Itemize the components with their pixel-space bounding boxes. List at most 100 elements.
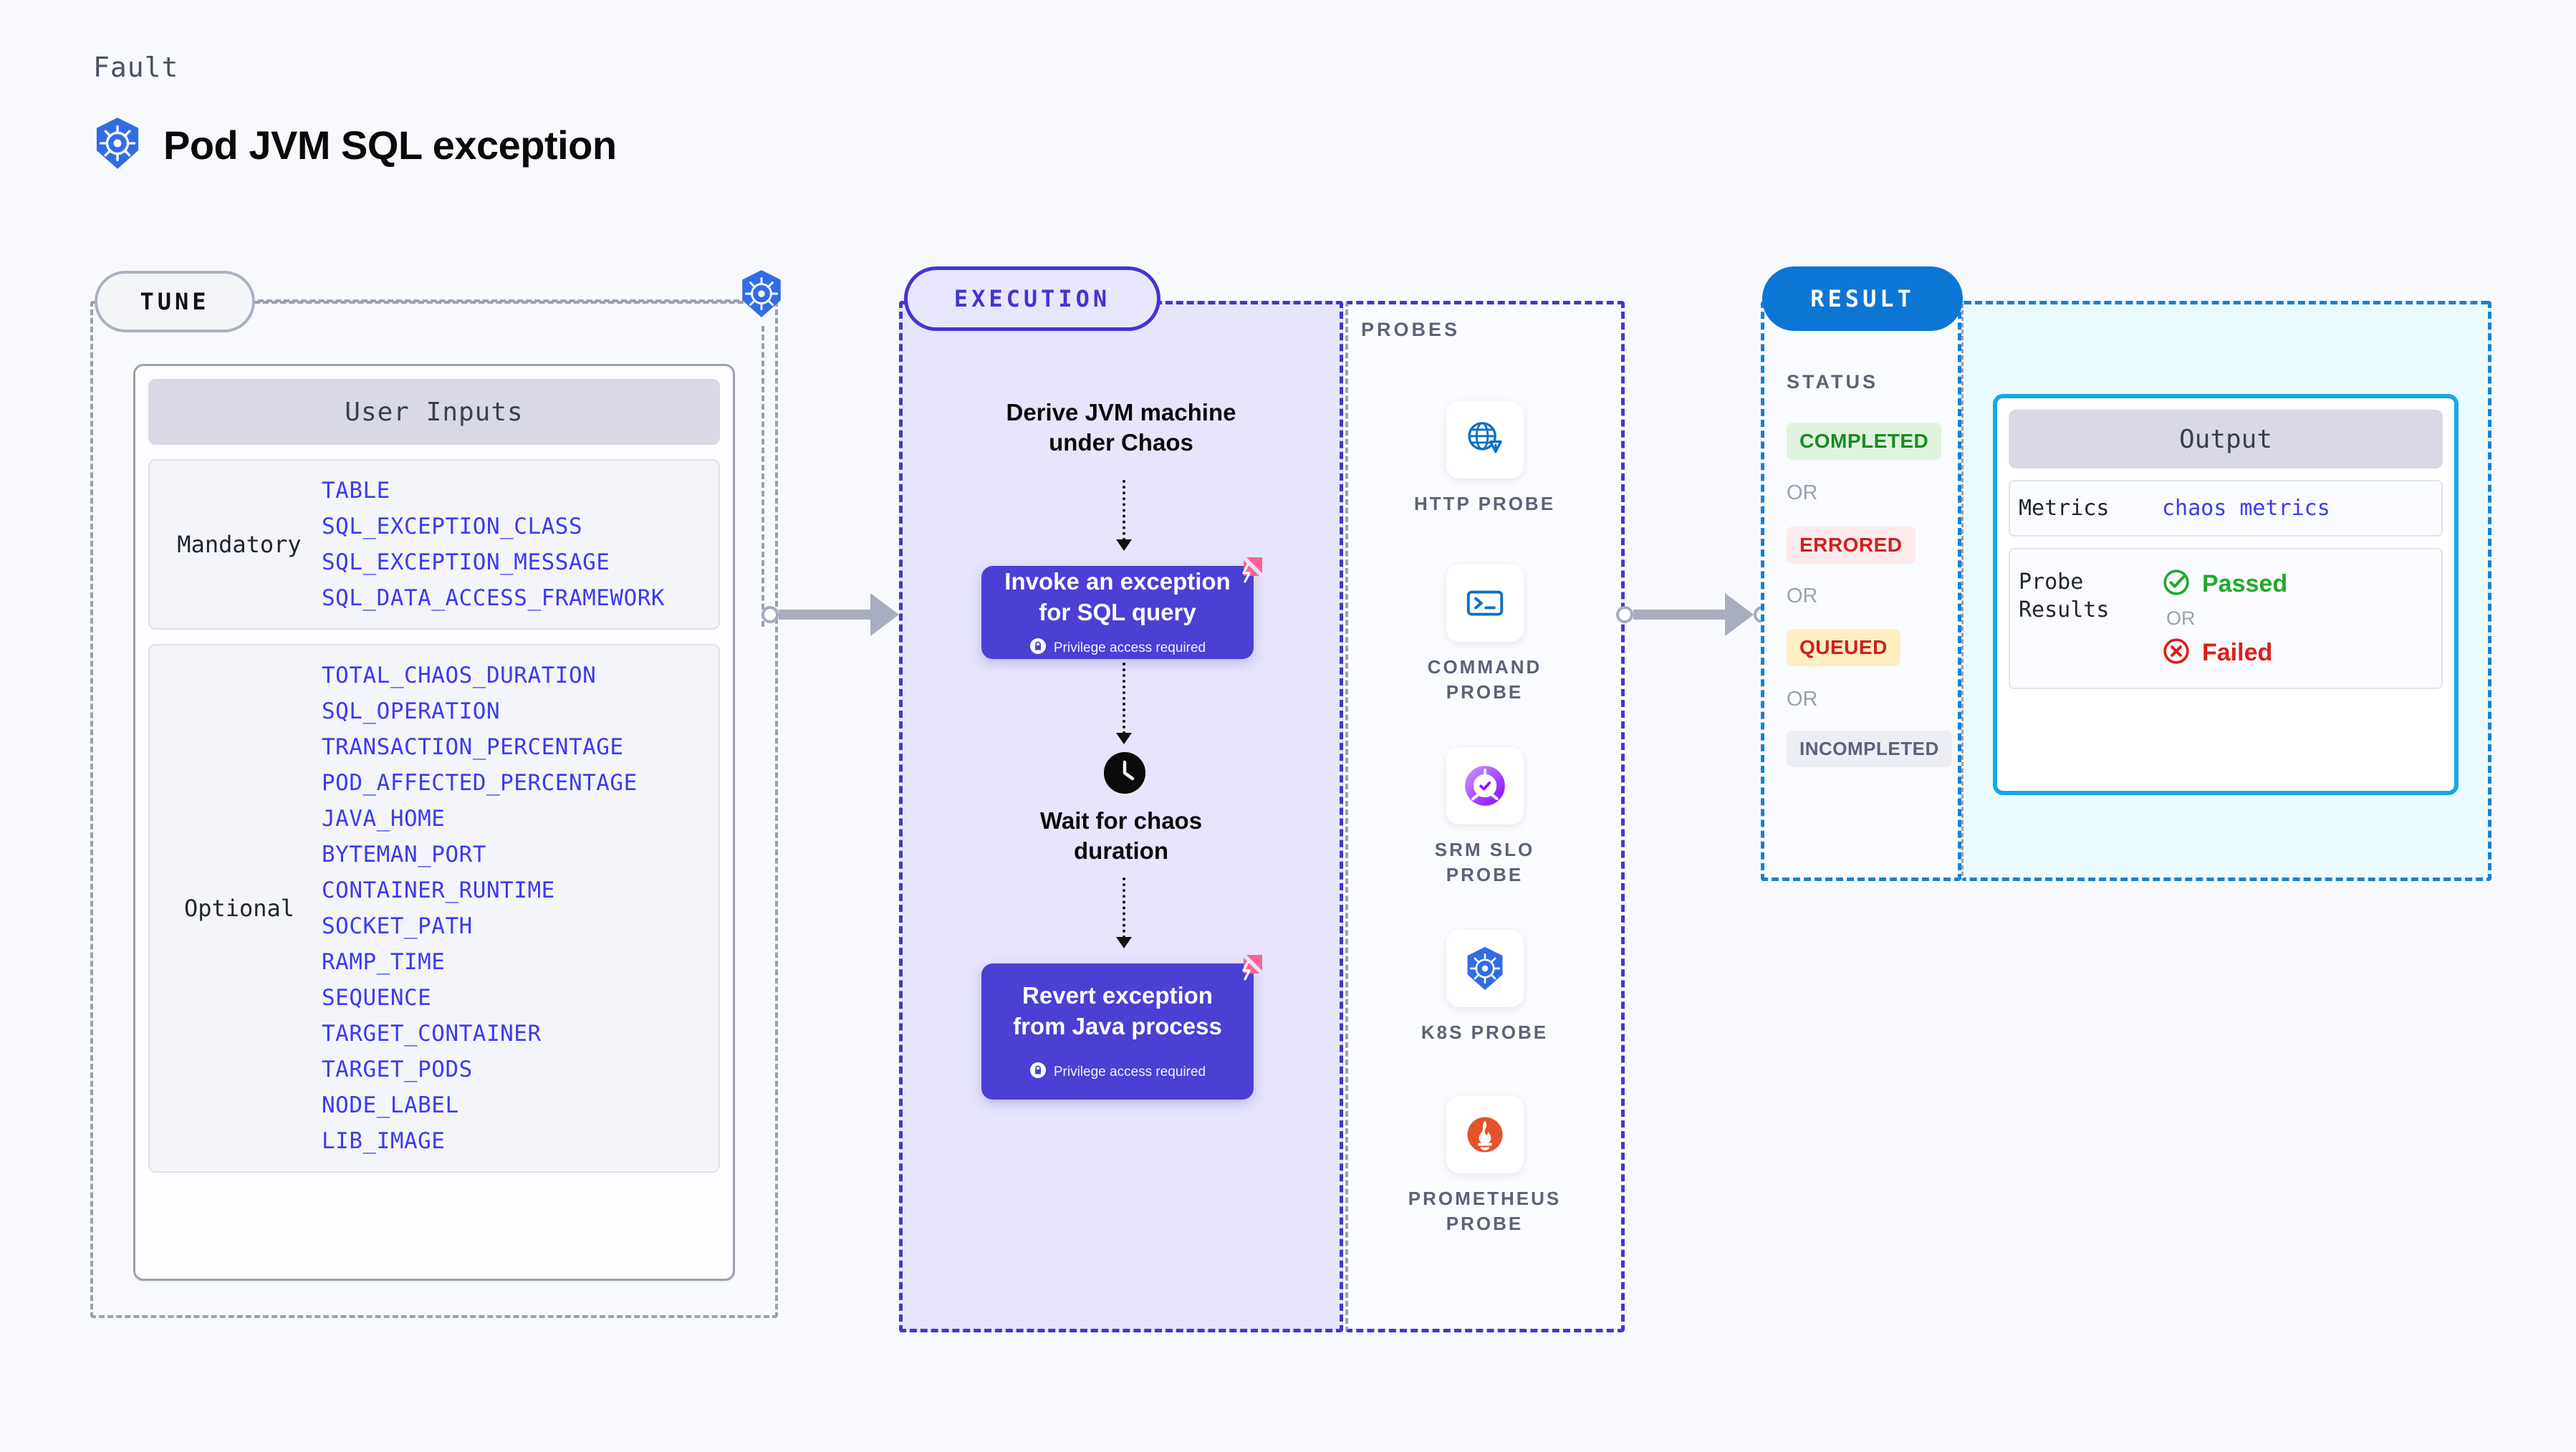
probe-label: K8S PROBE xyxy=(1421,1021,1549,1043)
user-inputs-card: User Inputs Mandatory TABLE SQL_EXCEPTIO… xyxy=(133,364,735,1281)
privilege-row: Privilege access required xyxy=(1029,638,1206,658)
probe-result-failed: Failed xyxy=(2162,637,2287,669)
output-metrics-value[interactable]: chaos metrics xyxy=(2162,496,2330,521)
lock-icon xyxy=(1029,1062,1047,1082)
kubernetes-connector-line xyxy=(761,326,764,627)
tune-connector-line xyxy=(258,299,739,302)
param-item[interactable]: TARGET_CONTAINER xyxy=(322,1021,542,1047)
param-group-label: Mandatory xyxy=(177,531,302,558)
status-badge-queued: QUEUED xyxy=(1787,629,1900,666)
connector-dot xyxy=(761,606,779,623)
tune-badge[interactable]: TUNE xyxy=(95,271,255,332)
terminal-icon xyxy=(1446,564,1524,642)
param-item[interactable]: TRANSACTION_PERCENTAGE xyxy=(322,734,624,760)
status-title: STATUS xyxy=(1787,371,1878,393)
page-title-row: Pod JVM SQL exception xyxy=(92,116,617,174)
tune-panel xyxy=(90,301,778,1318)
kubernetes-icon xyxy=(92,116,143,174)
probe-item-k8s[interactable]: K8S PROBE xyxy=(1348,930,1621,1045)
status-badge-completed: COMPLETED xyxy=(1787,423,1942,460)
param-item[interactable]: SOCKET_PATH xyxy=(322,913,473,939)
user-inputs-title: User Inputs xyxy=(148,379,720,445)
connector-tune-to-execution xyxy=(761,593,916,636)
param-item[interactable]: POD_AFFECTED_PERCENTAGE xyxy=(322,770,638,796)
param-list: TOTAL_CHAOS_DURATION SQL_OPERATION TRANS… xyxy=(322,663,638,1154)
output-metrics-key: Metrics xyxy=(2019,496,2110,521)
clock-icon xyxy=(1104,752,1145,794)
flow-arrow-line xyxy=(1123,480,1125,541)
prometheus-icon xyxy=(1446,1096,1524,1173)
flow-arrow-head xyxy=(1116,539,1132,551)
connector-bar xyxy=(1633,610,1726,620)
privilege-text: Privilege access required xyxy=(1053,640,1206,655)
privilege-text: Privilege access required xyxy=(1053,1064,1206,1080)
status-badge-incompleted: INCOMPLETED xyxy=(1787,731,1952,767)
param-group-mandatory: Mandatory TABLE SQL_EXCEPTION_CLASS SQL_… xyxy=(148,459,720,630)
status-or-label: OR xyxy=(1787,481,1818,504)
param-item[interactable]: RAMP_TIME xyxy=(322,949,446,975)
connector-arrowhead xyxy=(870,593,899,636)
param-item[interactable]: SQL_DATA_ACCESS_FRAMEWORK xyxy=(322,585,665,611)
param-item[interactable]: TARGET_PODS xyxy=(322,1057,473,1082)
kubernetes-icon xyxy=(738,269,785,322)
failed-label: Failed xyxy=(2202,639,2273,666)
flow-arrow-line xyxy=(1123,878,1125,938)
param-item[interactable]: CONTAINER_RUNTIME xyxy=(322,878,555,903)
probe-result-passed: Passed xyxy=(2162,568,2287,600)
probe-item-http[interactable]: HTTP PROBE xyxy=(1348,401,1621,516)
check-circle-icon xyxy=(2162,568,2191,600)
param-item[interactable]: BYTEMAN_PORT xyxy=(322,842,486,867)
connector-dot xyxy=(1616,606,1633,623)
status-or-label: OR xyxy=(1787,585,1818,607)
param-item[interactable]: NODE_LABEL xyxy=(322,1092,459,1118)
status-or-label: OR xyxy=(1787,688,1818,711)
connector-arrowhead xyxy=(1725,593,1754,636)
probe-or-label: OR xyxy=(2166,607,2196,629)
param-item[interactable]: SQL_OPERATION xyxy=(322,698,501,724)
param-item[interactable]: LIB_IMAGE xyxy=(322,1128,446,1154)
connector-bar xyxy=(779,610,872,620)
result-panel xyxy=(1761,301,1961,881)
fault-eyebrow-label: Fault xyxy=(93,52,179,83)
globe-warning-icon xyxy=(1446,401,1524,479)
privilege-row: Privilege access required xyxy=(1029,1062,1206,1082)
param-item[interactable]: SQL_EXCEPTION_CLASS xyxy=(322,514,583,539)
flow-arrow-head xyxy=(1116,937,1132,948)
harness-flag-icon xyxy=(1228,952,1265,993)
lock-icon xyxy=(1029,638,1047,658)
param-item[interactable]: SQL_EXCEPTION_MESSAGE xyxy=(322,549,610,575)
execution-badge[interactable]: EXECUTION xyxy=(904,266,1160,331)
probes-section-title: PROBES xyxy=(1361,319,1461,340)
param-item[interactable]: TOTAL_CHAOS_DURATION xyxy=(322,663,597,688)
param-item[interactable]: JAVA_HOME xyxy=(322,806,446,832)
flow-arrow-line xyxy=(1123,663,1125,734)
param-item[interactable]: TABLE xyxy=(322,478,390,504)
harness-flag-icon xyxy=(1228,554,1265,595)
param-item[interactable]: SEQUENCE xyxy=(322,985,432,1011)
output-title: Output xyxy=(2009,410,2443,468)
page-title: Pod JVM SQL exception xyxy=(163,122,617,168)
passed-label: Passed xyxy=(2202,570,2288,597)
connector-execution-to-result xyxy=(1616,593,1771,636)
output-row-metrics: Metrics chaos metrics xyxy=(2009,480,2443,537)
result-badge[interactable]: RESULT xyxy=(1762,266,1963,331)
kubernetes-icon xyxy=(1446,930,1524,1007)
status-badge-errored: ERRORED xyxy=(1787,527,1916,564)
probe-results-values: Passed OR Failed xyxy=(2162,568,2287,669)
slo-donut-icon xyxy=(1446,747,1524,824)
